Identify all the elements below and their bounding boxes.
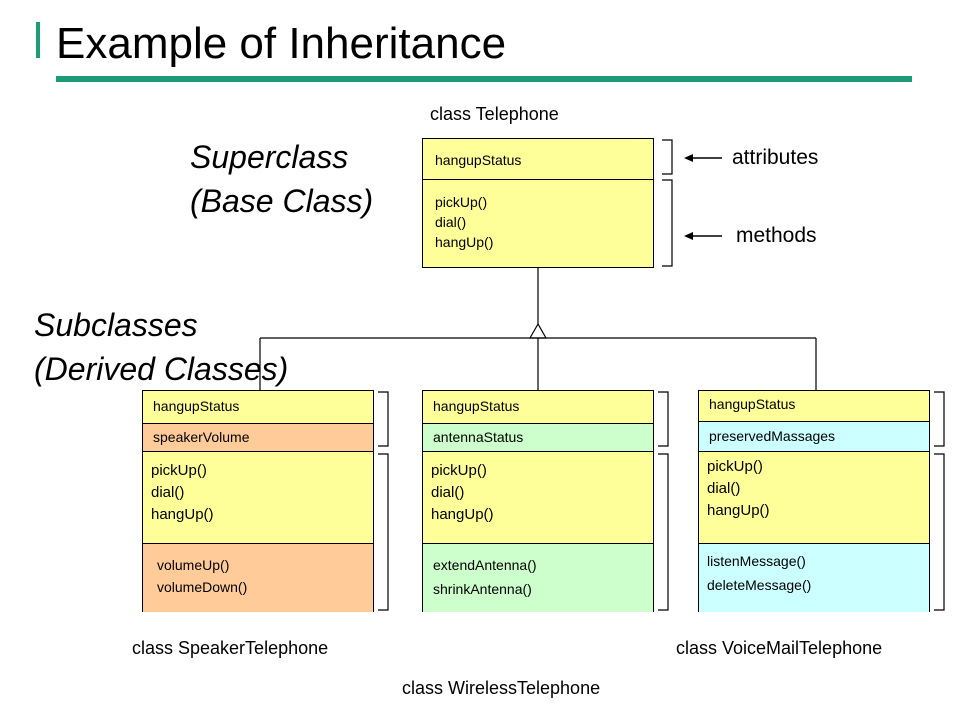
voicemail-new-method: deleteMessage() xyxy=(707,577,812,593)
telephone-divider xyxy=(423,179,653,180)
voicemail-new-methods-cell: listenMessage() deleteMessage() xyxy=(699,543,929,612)
bracket-speaker-attributes xyxy=(378,391,389,447)
arrow-methods-head xyxy=(684,232,693,240)
page-title: Example of Inheritance xyxy=(56,19,507,68)
wireless-new-method: extendAntenna() xyxy=(433,557,537,573)
voicemail-new-method: listenMessage() xyxy=(707,553,806,569)
wireless-inherited-method: dial() xyxy=(431,484,465,501)
speaker-inherited-method: hangUp() xyxy=(151,506,214,523)
voicemail-inherited-methods-cell: pickUp() dial() hangUp() xyxy=(699,451,929,543)
speaker-new-method: volumeUp() xyxy=(157,557,230,573)
accent-bar xyxy=(36,22,40,58)
wireless-inherited-methods-cell: pickUp() dial() hangUp() xyxy=(423,451,653,543)
voicemail-new-attribute-cell: preservedMassages xyxy=(699,421,929,451)
wireless-new-methods-cell: extendAntenna() shrinkAntenna() xyxy=(423,543,653,612)
title-underline xyxy=(56,76,912,82)
subclasses-label: Subclasses xyxy=(34,307,198,343)
voicemail-inherited-method: hangUp() xyxy=(707,502,770,519)
speaker-new-methods-cell: volumeUp() volumeDown() xyxy=(143,543,373,612)
speaker-inherited-method: pickUp() xyxy=(151,462,207,479)
wireless-class-name: class WirelessTelephone xyxy=(402,678,601,698)
methods-annotation: methods xyxy=(736,224,817,247)
voicemail-inherited-attribute: hangupStatus xyxy=(709,396,796,412)
wireless-new-attribute-cell: antennaStatus xyxy=(423,423,653,451)
superclass-sublabel: (Base Class) xyxy=(190,183,374,219)
wireless-inherited-method: pickUp() xyxy=(431,462,487,479)
voicemail-class-box: hangupStatus preservedMassages pickUp() … xyxy=(698,390,930,612)
arrow-attributes-head xyxy=(684,154,693,162)
bracket-methods xyxy=(662,179,673,267)
voicemail-inherited-method: dial() xyxy=(707,480,741,497)
inheritance-triangle xyxy=(528,322,548,339)
bracket-speaker-methods xyxy=(378,453,389,611)
telephone-attribute: hangupStatus xyxy=(435,152,522,168)
wireless-inherited-attribute: hangupStatus xyxy=(433,398,520,414)
wireless-inherited-method: hangUp() xyxy=(431,506,494,523)
voicemail-new-attribute: preservedMassages xyxy=(709,428,836,444)
wireless-new-method: shrinkAntenna() xyxy=(433,581,532,597)
bracket-wireless-attributes xyxy=(658,391,669,447)
attributes-annotation: attributes xyxy=(732,146,819,169)
speaker-class-box: hangupStatus speakerVolume pickUp() dial… xyxy=(142,390,374,612)
telephone-class-name: class Telephone xyxy=(430,104,559,124)
telephone-method: hangUp() xyxy=(435,234,494,250)
voicemail-class-name: class VoiceMailTelephone xyxy=(676,638,883,658)
telephone-method: pickUp() xyxy=(435,194,488,210)
speaker-inherited-attribute: hangupStatus xyxy=(153,398,240,414)
subclasses-sublabel: (Derived Classes) xyxy=(34,351,289,387)
speaker-new-attribute: speakerVolume xyxy=(153,429,250,445)
bracket-voicemail-methods xyxy=(934,453,945,611)
speaker-inherited-methods-cell: pickUp() dial() hangUp() xyxy=(143,451,373,543)
telephone-method: dial() xyxy=(435,214,467,230)
wireless-new-attribute: antennaStatus xyxy=(433,429,524,445)
bracket-voicemail-attributes xyxy=(934,391,945,447)
speaker-new-method: volumeDown() xyxy=(157,579,248,595)
voicemail-inherited-method: pickUp() xyxy=(707,458,763,475)
speaker-class-name: class SpeakerTelephone xyxy=(132,638,329,658)
superclass-label: Superclass xyxy=(190,139,349,175)
telephone-class-box: hangupStatus pickUp() dial() hangUp() xyxy=(422,138,654,268)
wireless-class-box: hangupStatus antennaStatus pickUp() dial… xyxy=(422,390,654,612)
speaker-new-attribute-cell: speakerVolume xyxy=(143,423,373,451)
bracket-attributes xyxy=(662,139,673,175)
bracket-wireless-methods xyxy=(658,453,669,611)
speaker-inherited-method: dial() xyxy=(151,484,185,501)
